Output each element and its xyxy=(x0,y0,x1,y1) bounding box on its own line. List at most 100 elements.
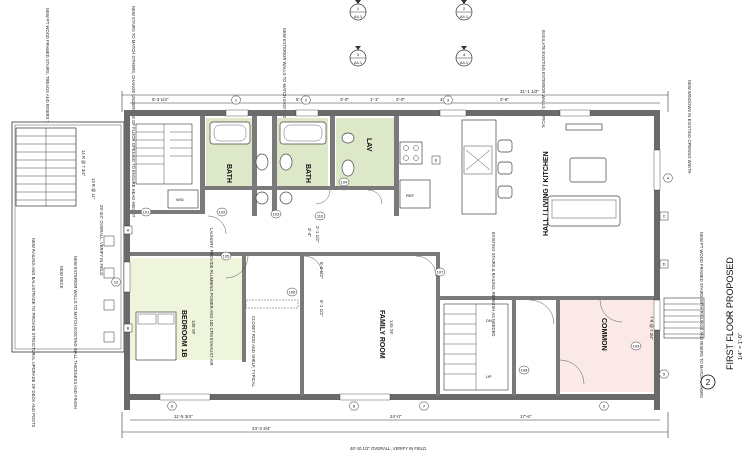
interior-walls xyxy=(130,116,654,396)
section-marker-3[interactable]: 3 A4.1 xyxy=(349,46,367,67)
svg-text:1: 1 xyxy=(235,98,238,103)
toilet-1 xyxy=(255,153,269,171)
sofa xyxy=(547,195,621,227)
toilet-3 xyxy=(341,159,355,177)
svg-text:9: 9 xyxy=(171,404,174,409)
note-closet: CLOSET ROD AND SHELF, TYPICAL xyxy=(251,316,256,387)
window-tags: 1 2 3 4 5 6 7 8 9 10 xyxy=(110,95,674,411)
kitchen-island xyxy=(461,119,497,215)
svg-text:REF.: REF. xyxy=(406,193,415,198)
svg-text:2: 2 xyxy=(706,378,711,387)
svg-text:5'-1 1/2": 5'-1 1/2" xyxy=(319,300,324,317)
svg-text:2'-1 1/2": 2'-1 1/2" xyxy=(315,226,320,243)
common-fill xyxy=(560,300,656,392)
door-tags: 101 102 103 104 105 106 107 108 109 110 xyxy=(140,177,642,375)
svg-text:109: 109 xyxy=(633,344,640,349)
room-label-common: COMMON xyxy=(600,318,607,351)
svg-text:4: 4 xyxy=(667,176,670,181)
svg-text:7: 7 xyxy=(423,404,426,409)
svg-text:5'-0 1/2": 5'-0 1/2" xyxy=(319,262,324,279)
range xyxy=(399,141,423,165)
svg-text:2'-0": 2'-0" xyxy=(396,97,405,102)
exterior-walls xyxy=(123,109,661,410)
room-label-bath2: BATH xyxy=(304,164,311,183)
sink-3 xyxy=(341,132,355,144)
bathtub-1 xyxy=(209,121,251,145)
svg-text:3'-0": 3'-0" xyxy=(340,97,349,102)
svg-text:23'-3 3/4": 23'-3 3/4" xyxy=(252,426,271,431)
door-swings xyxy=(207,189,623,385)
svg-text:2: 2 xyxy=(463,6,466,11)
svg-text:3'-4": 3'-4" xyxy=(307,228,312,237)
toilet-2 xyxy=(279,153,293,171)
note-existing-stairs: EXISTING STAIRS & RAILING, REFINISH AS N… xyxy=(491,232,496,336)
svg-text:1: 1 xyxy=(357,6,360,11)
lav-fill xyxy=(336,118,394,188)
svg-text:101: 101 xyxy=(143,210,150,215)
svg-text:10: 10 xyxy=(114,280,119,285)
room-label-bedroom: BEDROOM 1B xyxy=(180,310,187,357)
svg-text:1'-1": 1'-1" xyxy=(370,97,379,102)
svg-text:5'-6": 5'-6" xyxy=(296,97,305,102)
room-label-lav: LAV xyxy=(365,138,372,152)
svg-text:A: A xyxy=(127,228,130,233)
note-ext-walls-deck: NEW EXTERIOR WALLS TO MATCH EXISTING WAL… xyxy=(73,256,78,409)
svg-text:A4.1: A4.1 xyxy=(460,14,469,19)
svg-text:48'-10 1/2" OVERALL, VERIFY IN: 48'-10 1/2" OVERALL, VERIFY IN FIELD xyxy=(350,446,426,451)
svg-text:3: 3 xyxy=(357,52,360,57)
svg-text:2'-6": 2'-6" xyxy=(500,97,509,102)
wall-type-tags: A B C D E xyxy=(123,155,669,333)
note-overall-left: 29'-3/4" OVERALL, VERIFY IN FIELD xyxy=(99,205,104,275)
svg-text:W/D: W/D xyxy=(176,197,184,202)
svg-text:13 R @ 11": 13 R @ 11" xyxy=(91,178,96,200)
interior-stair-lower: UP DN xyxy=(443,303,509,391)
svg-text:11'-5 3/4": 11'-5 3/4" xyxy=(174,414,193,419)
svg-text:B: B xyxy=(127,326,130,331)
svg-text:102: 102 xyxy=(219,210,226,215)
svg-text:7'-6": 7'-6" xyxy=(727,312,732,321)
refrigerator xyxy=(399,179,431,209)
sink-1 xyxy=(255,191,269,205)
svg-text:108: 108 xyxy=(521,368,528,373)
svg-text:103: 103 xyxy=(273,212,280,217)
note-new-deck: NEW DECK xyxy=(59,266,64,289)
svg-text:8: 8 xyxy=(353,404,356,409)
svg-text:A4.1: A4.1 xyxy=(460,60,469,65)
svg-text:E: E xyxy=(435,158,438,163)
room-area-family: 149 SF xyxy=(389,320,394,335)
bathtub-2 xyxy=(279,121,327,145)
svg-text:A4.1: A4.1 xyxy=(354,14,363,19)
svg-text:UP: UP xyxy=(486,374,492,379)
room-label-family: FAMILY ROOM xyxy=(378,310,385,359)
note-pt-stairs-right: NEW PT WOOD FRAMED STAIRS WITH RAILINGS … xyxy=(699,232,704,398)
section-marker-2[interactable]: 2 A4.1 xyxy=(455,0,473,21)
svg-text:2: 2 xyxy=(305,98,308,103)
svg-text:106: 106 xyxy=(289,290,296,295)
room-label-hall: HALL / LIVING / KITCHEN xyxy=(543,151,550,236)
bedroom-closet xyxy=(245,299,299,309)
washer-dryer xyxy=(167,189,199,209)
svg-text:104: 104 xyxy=(341,180,348,185)
svg-text:DN: DN xyxy=(486,318,492,323)
svg-text:5: 5 xyxy=(663,372,666,377)
svg-text:5'-3 1/4": 5'-3 1/4" xyxy=(152,97,169,102)
svg-text:107: 107 xyxy=(437,270,444,275)
svg-text:4: 4 xyxy=(463,52,466,57)
note-new-windows: NEW WINDOWS IN EXISTING OPENING WIDTH xyxy=(687,80,692,174)
svg-text:7 R @ 7 3/4": 7 R @ 7 3/4" xyxy=(649,316,654,340)
tv-unit xyxy=(565,123,603,131)
svg-text:110: 110 xyxy=(317,214,324,219)
drawing-scale: 1/4" = 1'-0" xyxy=(738,333,744,360)
drawing-title-block: 2 FIRST FLOOR PROPOSED 1/4" = 1'-0" xyxy=(700,257,744,390)
section-marker-1[interactable]: 1 A4.1 xyxy=(349,0,367,21)
svg-text:31'-1 1/2": 31'-1 1/2" xyxy=(520,89,539,94)
svg-text:D: D xyxy=(663,262,666,267)
note-railing: NEW RAILING AND BALUSTRADE TO PROVIDE ST… xyxy=(31,238,36,428)
svg-text:17'-6": 17'-6" xyxy=(520,414,532,419)
interior-stair-upper xyxy=(135,123,193,185)
section-marker-4[interactable]: 4 A4.1 xyxy=(455,46,473,67)
room-label-bath1: BATH xyxy=(225,164,232,183)
right-stairs: 7 R @ 7 3/4" 7'-6" NEW PT WOOD FRAMED ST… xyxy=(649,232,732,398)
room-area-bedroom: 108 SF xyxy=(191,320,196,335)
